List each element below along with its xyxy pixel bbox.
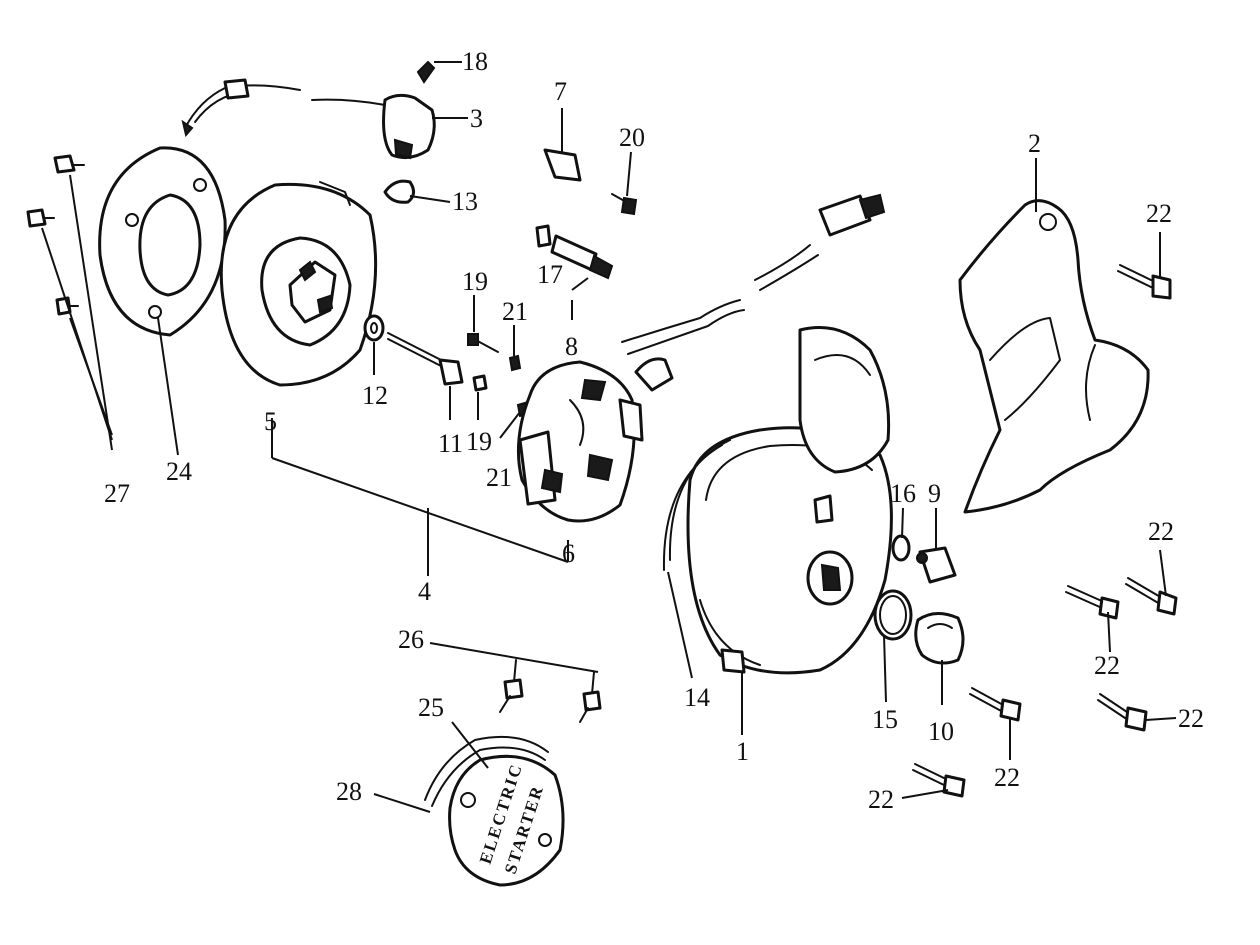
part-17-connector	[535, 224, 614, 280]
callout-24: 24	[166, 457, 192, 486]
callout-3: 3	[470, 104, 483, 133]
callout-18: 18	[462, 47, 488, 76]
callout-15: 15	[872, 705, 898, 734]
part-5-flywheel	[219, 181, 378, 387]
callout-5: 5	[264, 407, 277, 436]
part-2-sprocket-cover	[958, 199, 1150, 514]
callout-17: 17	[537, 260, 563, 289]
callout-19-top: 19	[462, 267, 488, 296]
callout-21-top: 21	[502, 297, 528, 326]
part-20-screw	[611, 193, 638, 216]
part-16-oring	[891, 534, 911, 562]
part-27-bolts	[26, 154, 113, 451]
part-11-bolt	[387, 332, 464, 386]
part-6-stator	[516, 360, 644, 523]
callout-22-d: 22	[1178, 704, 1204, 733]
part-14-gasket	[662, 439, 731, 571]
callout-20: 20	[619, 123, 645, 152]
callout-22-f: 22	[868, 785, 894, 814]
part-10-plug	[914, 612, 965, 665]
callout-25: 25	[418, 693, 444, 722]
part-19-screws	[467, 333, 499, 392]
callout-7: 7	[554, 77, 567, 106]
callout-22-e: 22	[994, 763, 1020, 792]
callout-16: 16	[890, 479, 916, 508]
callout-22-b: 22	[1148, 517, 1174, 546]
part-12-washer	[363, 314, 385, 342]
callout-9: 9	[928, 479, 941, 508]
part-18-clip	[416, 60, 436, 84]
part-24-rotor-plate	[98, 146, 227, 337]
part-26-screws	[429, 642, 602, 723]
callout-1: 1	[736, 737, 749, 766]
part-1-crankcase-cover	[686, 326, 893, 675]
part-13-grommet	[383, 179, 415, 204]
callout-8: 8	[565, 332, 578, 361]
part-28-starter-cover: ELECTRIC STARTER	[424, 735, 565, 887]
callout-28: 28	[336, 777, 362, 806]
callout-22-c: 22	[1094, 651, 1120, 680]
callout-2: 2	[1028, 129, 1041, 158]
part-9-cap	[916, 546, 957, 584]
callout-21-bottom: 21	[486, 463, 512, 492]
callout-6: 6	[562, 539, 575, 568]
callout-11: 11	[438, 429, 463, 458]
leader-lines	[157, 61, 1177, 813]
part-22-bolts	[912, 264, 1178, 798]
callout-labels: 18 3 13 7 20 17 8 19 21 12 11 19 21 5 6 …	[104, 47, 1204, 814]
callout-19-bottom: 19	[466, 427, 492, 456]
callout-22-a: 22	[1146, 199, 1172, 228]
callout-26: 26	[398, 625, 424, 654]
part-7-clamp	[543, 148, 582, 182]
callout-27: 27	[104, 479, 130, 508]
callout-12: 12	[362, 381, 388, 410]
part-15-oring	[873, 589, 913, 641]
callout-13: 13	[452, 187, 478, 216]
part-3-pulser-coil	[181, 78, 436, 160]
callout-10: 10	[928, 717, 954, 746]
part-8-harness	[621, 193, 886, 392]
callout-4: 4	[418, 577, 431, 606]
callout-14: 14	[684, 683, 710, 712]
